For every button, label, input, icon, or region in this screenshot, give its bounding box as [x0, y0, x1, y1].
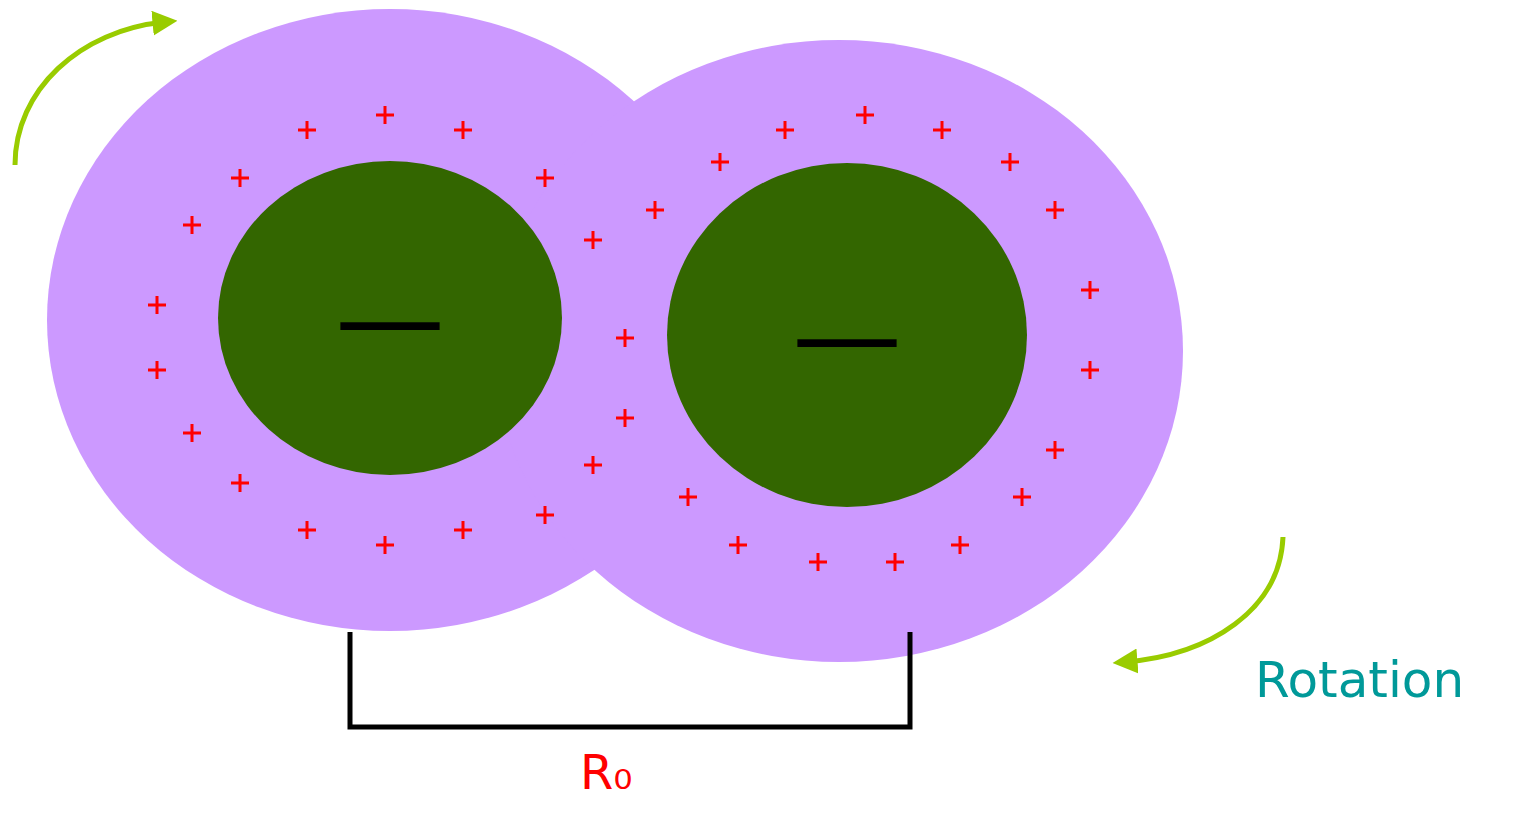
plus-sign: [1001, 153, 1019, 171]
plus-sign: [376, 536, 394, 554]
minus-sign: —: [792, 280, 902, 390]
plus-sign: [584, 456, 602, 474]
plus-sign: [1013, 488, 1031, 506]
plus-sign: [616, 409, 634, 427]
distance-bracket: [350, 632, 910, 727]
distance-label: R₀: [580, 748, 633, 796]
plus-sign: [231, 169, 249, 187]
plus-sign: [183, 424, 201, 442]
rotation-label: Rotation: [1255, 655, 1464, 705]
plus-sign: [536, 506, 554, 524]
plus-sign: [951, 536, 969, 554]
plus-sign: [376, 106, 394, 124]
plus-sign: [454, 521, 472, 539]
plus-sign: [183, 216, 201, 234]
plus-sign: [711, 153, 729, 171]
plus-sign: [148, 361, 166, 379]
plus-sign: [776, 121, 794, 139]
plus-sign: [856, 106, 874, 124]
plus-sign: [1046, 441, 1064, 459]
plus-sign: [933, 121, 951, 139]
plus-sign: [231, 474, 249, 492]
plus-sign: [536, 169, 554, 187]
plus-sign: [679, 488, 697, 506]
plus-sign: [809, 553, 827, 571]
rotation-arrow: [1125, 537, 1283, 662]
electron-cloud: [495, 40, 1183, 662]
plus-sign: [1081, 361, 1099, 379]
plus-sign: [616, 329, 634, 347]
plus-sign: [1081, 281, 1099, 299]
plus-sign: [646, 201, 664, 219]
rotation-arrow: [15, 22, 165, 165]
positive-charges: [148, 106, 1099, 571]
plus-sign: [584, 231, 602, 249]
plus-sign: [298, 121, 316, 139]
plus-sign: [298, 521, 316, 539]
plus-sign: [454, 121, 472, 139]
plus-sign: [1046, 201, 1064, 219]
plus-sign: [729, 536, 747, 554]
minus-sign: —: [335, 263, 445, 373]
plus-sign: [148, 296, 166, 314]
negative-core: —: [218, 161, 562, 475]
negative-core: —: [667, 163, 1027, 507]
plus-sign: [886, 553, 904, 571]
